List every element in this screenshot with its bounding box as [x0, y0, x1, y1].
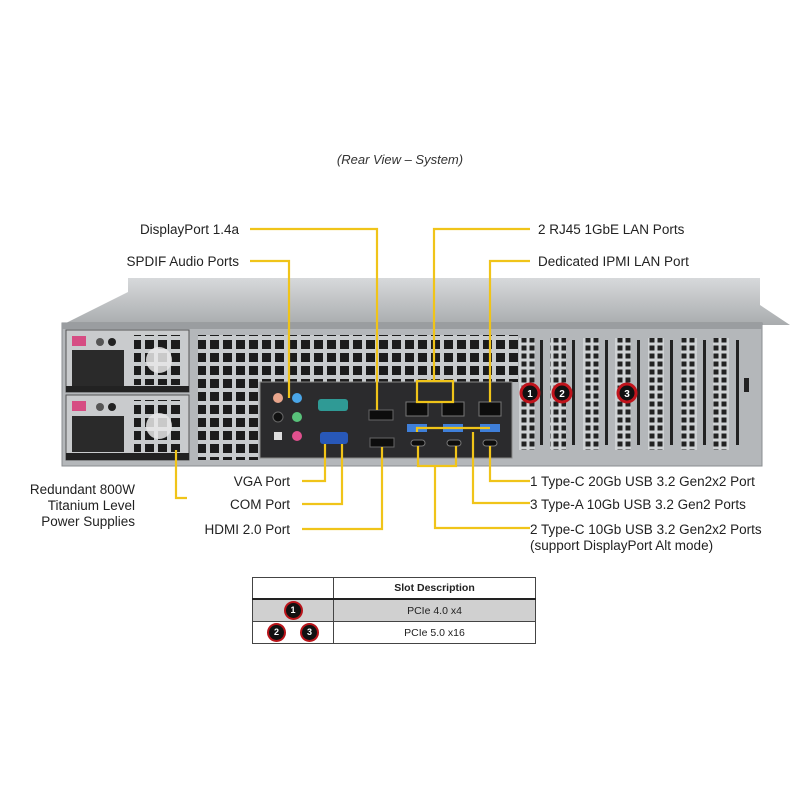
- power-inlet-icon: [72, 416, 124, 452]
- psu-latch-icon: [72, 401, 86, 411]
- power-inlet-icon: [72, 350, 124, 386]
- rj45-port-icon: [441, 401, 465, 417]
- table-header-description: Slot Description: [333, 577, 536, 600]
- slot-badge: 3: [302, 625, 317, 640]
- label-usb-c-10gb-line-2: (support DisplayPort Alt mode): [530, 538, 714, 553]
- rj45-port-icon: [405, 401, 429, 417]
- ipmi-port-icon: [478, 401, 502, 417]
- diagram-caption: (Rear View – System): [336, 152, 464, 167]
- power-supply-1: [65, 329, 190, 393]
- callout-vga: [302, 444, 327, 483]
- io-shield: [259, 381, 513, 459]
- callout-usb-c-10gb-bracket: [416, 446, 458, 468]
- label-spdif-audio: SPDIF Audio Ports: [126, 254, 239, 269]
- displayport-port-icon: [368, 409, 394, 421]
- vent-grid-left: [198, 382, 258, 460]
- com-port-icon: [318, 399, 348, 411]
- table-cell-slots: 1: [252, 598, 334, 622]
- callout-usb-a-bracket: [415, 426, 490, 432]
- slot-marker-2: 2: [551, 382, 573, 404]
- usb-c-port-icon: [446, 439, 462, 447]
- chassis-top-lid: [62, 278, 790, 325]
- label-ipmi-lan: Dedicated IPMI LAN Port: [538, 254, 689, 269]
- pcie-slot-area: [519, 338, 749, 450]
- audio-jack-icon: [272, 411, 284, 423]
- audio-jack-icon: [292, 412, 302, 422]
- vent-grid-top: [198, 335, 518, 382]
- callout-spdif: [250, 259, 291, 398]
- callout-usb-c-10gb: [433, 466, 530, 530]
- pcie-slot: [583, 338, 599, 450]
- label-com: COM Port: [229, 497, 290, 512]
- callout-usb-a: [471, 432, 530, 505]
- label-psu-line-2: Titanium Level: [47, 498, 135, 513]
- label-usb-c-10gb: 2 Type-C 10Gb USB 3.2 Gen2x2 Ports (supp…: [530, 522, 762, 554]
- pcie-slot: [713, 338, 729, 450]
- label-hdmi: HDMI 2.0 Port: [204, 522, 290, 537]
- chassis-latch-icon: [744, 378, 749, 392]
- table-cell-description: PCIe 4.0 x4: [333, 598, 536, 622]
- slot-marker-label: 2: [559, 389, 565, 400]
- power-supply-2: [65, 394, 190, 461]
- label-rj45-lan: 2 RJ45 1GbE LAN Ports: [538, 222, 685, 237]
- table-header-row: Slot Description: [252, 577, 536, 600]
- audio-jack-icon: [292, 393, 302, 403]
- table-cell-description: PCIe 5.0 x16: [333, 621, 536, 644]
- vga-port-icon: [320, 432, 348, 444]
- label-usb-c-10gb-line-1: 2 Type-C 10Gb USB 3.2 Gen2x2 Ports: [530, 522, 762, 537]
- slot-marker-3: 3: [616, 382, 638, 404]
- audio-jack-icon: [292, 431, 302, 441]
- callout-ipmi: [488, 259, 530, 402]
- label-psu-line-3: Power Supplies: [41, 514, 135, 529]
- label-usb-c-20gb: 1 Type-C 20Gb USB 3.2 Gen2x2 Port: [530, 474, 755, 489]
- pcie-slot: [648, 338, 664, 450]
- usb-c-port-icon: [410, 439, 426, 447]
- callout-hdmi: [302, 447, 384, 531]
- callout-usb-c-20gb: [488, 446, 530, 483]
- slot-badge: 2: [269, 625, 284, 640]
- callout-psu: [174, 450, 187, 500]
- callout-lines: [174, 227, 530, 531]
- label-power-supplies: Redundant 800W Titanium Level Power Supp…: [30, 482, 135, 530]
- table-row: 1 PCIe 4.0 x4: [252, 598, 536, 622]
- label-psu-line-1: Redundant 800W: [29, 482, 135, 497]
- pcie-slot: [681, 338, 697, 450]
- slot-marker-1: 1: [519, 382, 541, 404]
- slot-marker-label: 3: [624, 389, 630, 400]
- psu-latch-icon: [72, 336, 86, 346]
- label-vga: VGA Port: [233, 474, 290, 489]
- hdmi-port-icon: [369, 437, 395, 448]
- label-usb-a: 3 Type-A 10Gb USB 3.2 Gen2 Ports: [530, 497, 746, 512]
- label-displayport: DisplayPort 1.4a: [139, 222, 239, 237]
- spdif-port-icon: [274, 432, 282, 440]
- slot-marker-label: 1: [527, 389, 533, 400]
- callout-rj45: [415, 227, 530, 404]
- callout-com: [302, 444, 344, 506]
- audio-jack-icon: [273, 393, 283, 403]
- callout-displayport: [250, 227, 379, 410]
- slot-badge: 1: [285, 603, 301, 618]
- table-header-slots: [252, 577, 334, 600]
- usb-c-20gb-port-icon: [482, 439, 498, 447]
